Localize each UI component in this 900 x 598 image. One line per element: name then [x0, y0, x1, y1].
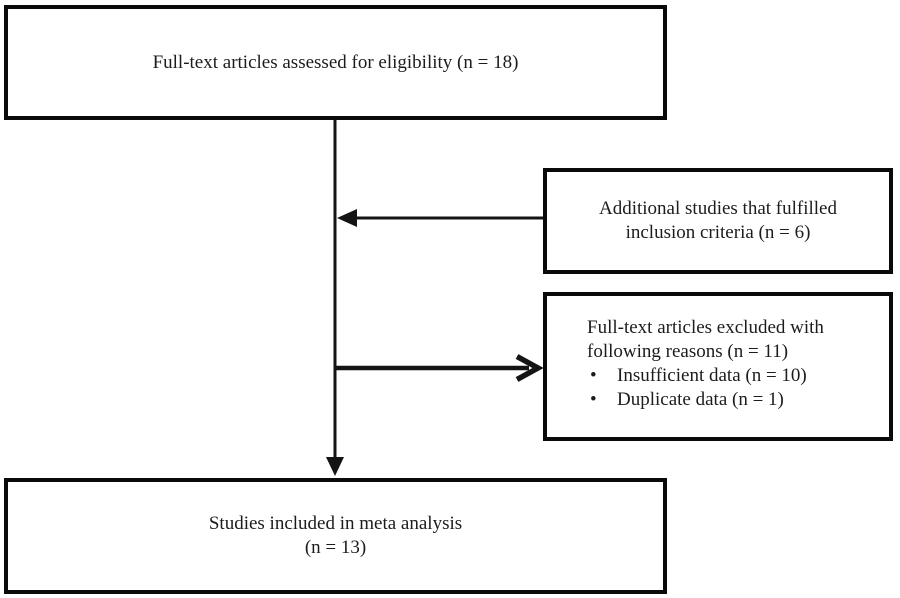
excluded-reason-item: • Duplicate data (n = 1) [587, 388, 879, 412]
box-excluded-articles: Full-text articles excluded with followi… [543, 292, 893, 441]
box-excluded-line1: Full-text articles excluded with [587, 317, 824, 338]
arrow-left [337, 209, 543, 227]
box-included-line2: (n = 13) [304, 537, 367, 558]
bullet-icon: • [590, 389, 597, 410]
bullet-icon: • [590, 365, 597, 386]
box-included-studies: Studies included in meta analysis (n = 1… [4, 478, 667, 594]
arrow-down [326, 120, 344, 476]
box-additional-line1: Additional studies that fulfilled [599, 198, 837, 219]
box-eligibility-text: Full-text articles assessed for eligibil… [152, 51, 519, 73]
box-excluded-line2: following reasons (n = 11) [587, 341, 789, 362]
box-eligibility: Full-text articles assessed for eligibil… [4, 5, 667, 120]
box-additional-line2: inclusion criteria (n = 6) [625, 222, 811, 243]
arrow-right [335, 354, 544, 382]
box-additional-studies: Additional studies that fulfilled inclus… [543, 168, 893, 274]
box-included-line1: Studies included in meta analysis [208, 513, 463, 534]
excluded-reason-item: • Insufficient data (n = 10) [587, 364, 879, 388]
excluded-reason-text: Duplicate data (n = 1) [617, 389, 784, 410]
excluded-reason-text: Insufficient data (n = 10) [617, 365, 807, 386]
